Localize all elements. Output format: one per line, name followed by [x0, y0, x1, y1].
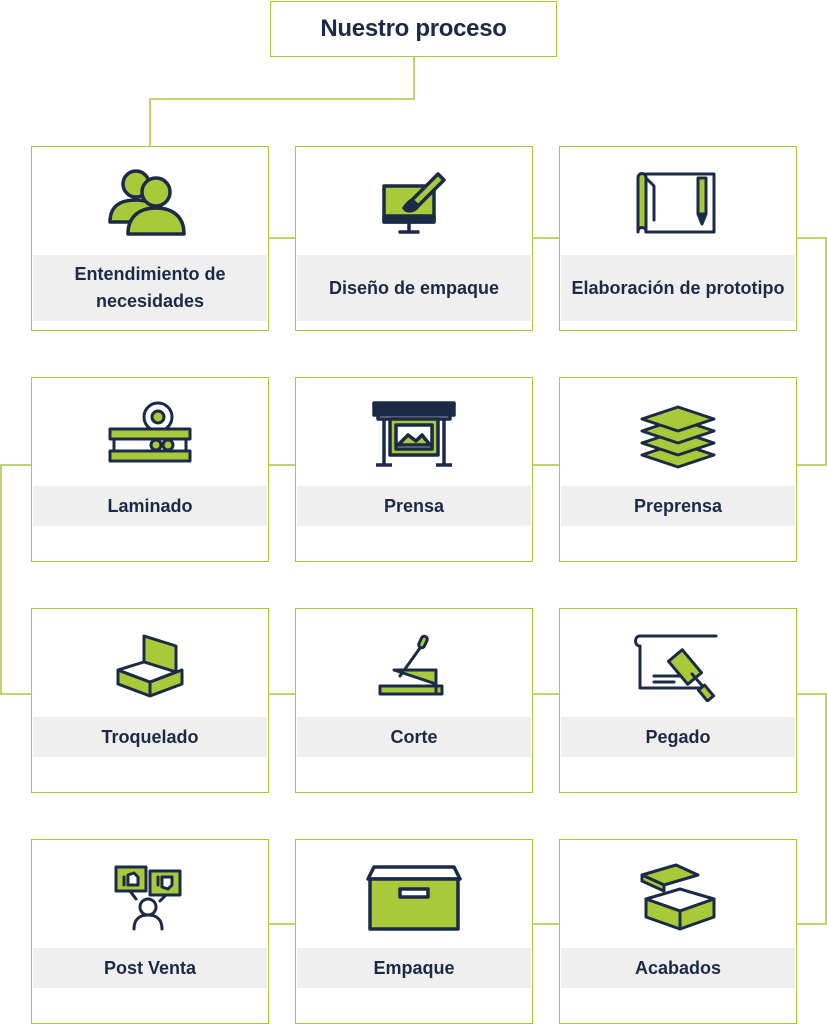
step-card-prensa: Prensa — [295, 377, 533, 562]
step-label: Troquelado — [33, 717, 267, 757]
step-label: Entendimiento de necesidades — [33, 255, 267, 321]
monitor-brush-icon — [296, 165, 532, 243]
step-label: Laminado — [33, 486, 267, 526]
laminator-icon — [32, 396, 268, 474]
step-label: Corte — [297, 717, 531, 757]
blueprint-pencil-icon — [560, 165, 796, 243]
drawer-box-icon — [296, 858, 532, 936]
step-label: Acabados — [561, 948, 795, 988]
step-card-laminado: Laminado — [31, 377, 269, 562]
step-card-post-venta: Post Venta — [31, 839, 269, 1024]
step-label: Empaque — [297, 948, 531, 988]
layers-icon — [560, 396, 796, 474]
step-label: Preprensa — [561, 486, 795, 526]
paint-roller-icon — [560, 627, 796, 705]
users-icon — [32, 165, 268, 243]
step-card-troquelado: Troquelado — [31, 608, 269, 793]
page-title: Nuestro proceso — [270, 1, 557, 57]
step-card-corte: Corte — [295, 608, 533, 793]
feedback-icon — [32, 858, 268, 936]
step-card-entendimiento: Entendimiento de necesidades — [31, 146, 269, 331]
step-label: Post Venta — [33, 948, 267, 988]
step-card-acabados: Acabados — [559, 839, 797, 1024]
step-card-prototipo: Elaboración de prototipo — [559, 146, 797, 331]
step-card-diseno: Diseño de empaque — [295, 146, 533, 331]
open-box-icon — [32, 627, 268, 705]
box-lid-icon — [560, 858, 796, 936]
step-card-empaque: Empaque — [295, 839, 533, 1024]
step-label: Diseño de empaque — [297, 255, 531, 321]
step-label: Elaboración de prototipo — [561, 255, 795, 321]
step-label: Pegado — [561, 717, 795, 757]
step-card-pegado: Pegado — [559, 608, 797, 793]
paper-cutter-icon — [296, 627, 532, 705]
step-label: Prensa — [297, 486, 531, 526]
step-card-preprensa: Preprensa — [559, 377, 797, 562]
printer-icon — [296, 396, 532, 474]
